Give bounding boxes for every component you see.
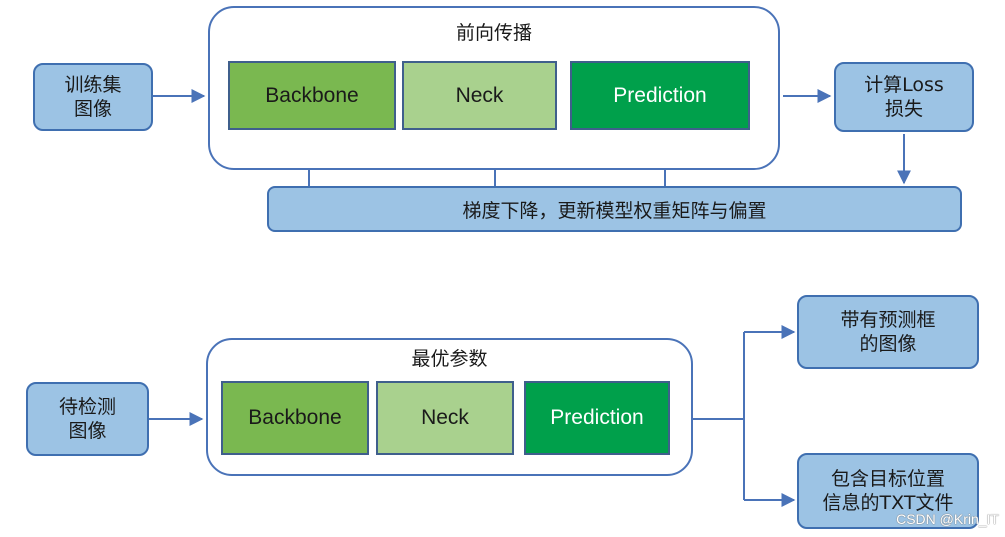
inference-backbone-block: Backbone — [221, 381, 369, 455]
loss-box: 计算Loss 损失 — [834, 62, 974, 132]
forward-pass-title: 前向传播 — [455, 22, 532, 44]
output-txt-box: 包含目标位置 信息的TXT文件 — [797, 453, 979, 529]
training-prediction-block: Prediction — [570, 61, 750, 130]
inference-prediction-block: Prediction — [524, 381, 670, 455]
optimal-params-title: 最优参数 — [411, 348, 488, 370]
detect-input-box: 待检测 图像 — [26, 382, 149, 456]
training-backbone-block: Backbone — [228, 61, 396, 130]
training-input-box: 训练集 图像 — [33, 63, 153, 131]
gradient-update-bar: 梯度下降，更新模型权重矩阵与偏置 — [267, 186, 962, 232]
csdn-watermark: CSDN @Krin_IT — [896, 511, 999, 527]
training-neck-block: Neck — [402, 61, 557, 130]
output-image-box: 带有预测框 的图像 — [797, 295, 979, 369]
inference-neck-block: Neck — [376, 381, 514, 455]
